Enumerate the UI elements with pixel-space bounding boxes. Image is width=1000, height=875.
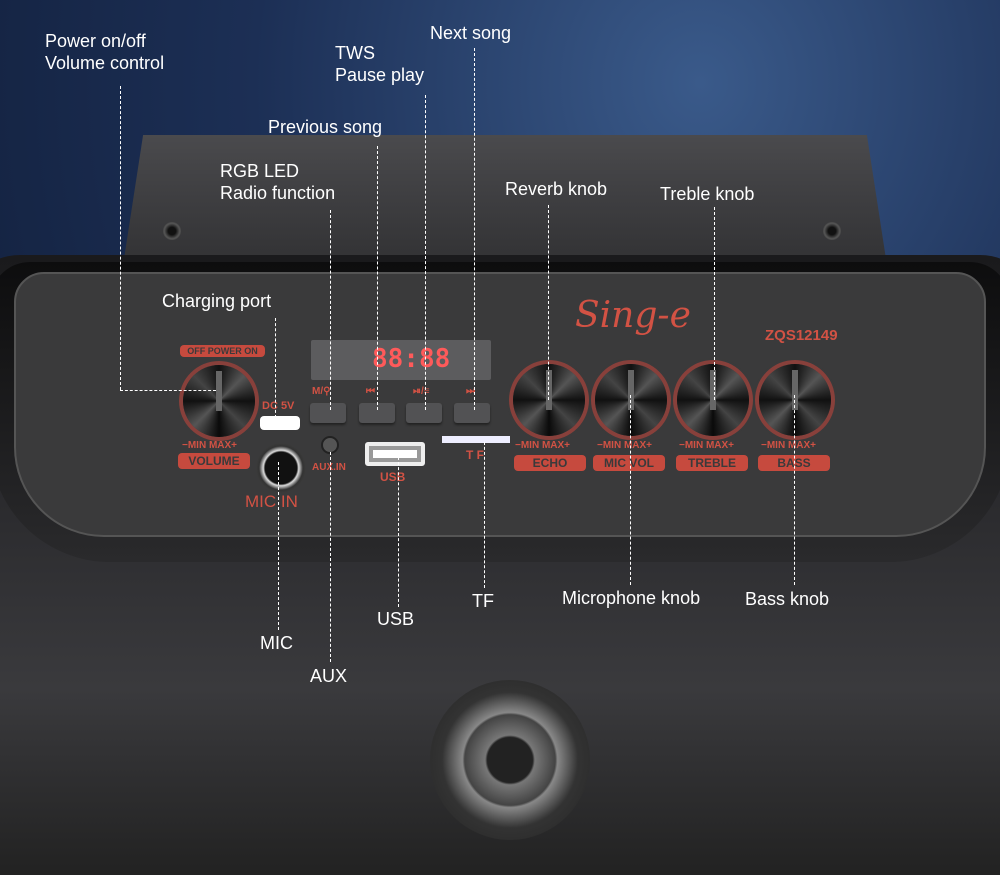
mic-in-label: MIC IN [245,492,298,511]
previous-button[interactable] [359,403,395,423]
minmax: −MIN MAX+ [597,440,653,451]
dc-label: DC 5V [262,400,295,412]
volume-minmax: −MIN MAX+ [182,440,238,451]
bass-knob[interactable] [759,364,831,436]
leader-line [714,207,715,400]
leader-line [278,462,279,630]
callout-volume: Volume control [45,53,165,73]
callout-radio: Radio function [220,183,336,203]
tf-slot [442,436,510,443]
usb-port [365,442,425,466]
callout-usb: USB [377,609,415,629]
leader-line [275,318,276,418]
leader-line [474,48,475,410]
volume-knob[interactable] [183,365,255,437]
treble-knob[interactable] [677,364,749,436]
play-pause-button[interactable] [406,403,442,423]
callout-power: Power on/off [45,31,146,51]
callout-charging: Charging port [162,291,272,311]
leader-line [484,442,485,588]
screw [823,222,841,240]
screw [163,222,181,240]
leader-line [330,210,331,410]
next-symbol: ⏭ [466,386,475,397]
aux-label: AUX.IN [312,462,346,473]
callout-reverb: Reverb knob [505,179,608,199]
leader-line [398,457,399,607]
echo-tag: ECHO [514,455,586,471]
tf-label: T F [466,448,484,462]
prev-symbol: ⏮ [366,386,375,397]
callout-microphone: Microphone knob [562,588,701,608]
mode-symbol: M/⚲ [312,386,331,397]
callout-previous: Previous song [268,117,383,137]
speaker-port [430,680,590,840]
callout-rgb: RGB LED [220,161,300,181]
minmax: −MIN MAX+ [761,440,817,451]
charging-port [260,416,300,430]
mic-vol-knob[interactable] [595,364,667,436]
leader-line [548,205,549,400]
leader-line [330,452,331,662]
leader-line [794,395,795,585]
next-button[interactable] [454,403,490,423]
led-display-text: 88:88 [372,344,451,374]
leader-line [630,395,631,585]
play-symbol: ⏯/≡ [413,386,430,397]
callout-treble: Treble knob [660,184,755,204]
echo-knob[interactable] [513,364,585,436]
brand-logo: Sing-e [575,295,691,336]
callout-tf: TF [472,591,494,611]
callout-bass: Bass knob [745,589,830,609]
leader-line [425,95,426,410]
callout-pause-play: Pause play [335,65,425,85]
mic-vol-tag: MIC VOL [593,455,665,471]
callout-tws: TWS [335,43,375,63]
callout-aux: AUX [310,666,348,686]
callout-mic: MIC [260,633,293,653]
model-number: ZQS12149 [765,327,838,344]
leader-line [120,86,121,390]
leader-line [120,390,216,391]
display [311,340,491,380]
usb-label: USB [380,470,406,484]
volume-tag: VOLUME [178,453,250,469]
mode-button[interactable] [310,403,346,423]
power-tag: OFF POWER ON [180,345,265,357]
treble-tag: TREBLE [676,455,748,471]
mic-jack [256,443,306,493]
callout-next: Next song [430,23,512,43]
minmax: −MIN MAX+ [679,440,735,451]
leader-line [377,146,378,410]
control-panel [14,272,986,537]
minmax: −MIN MAX+ [515,440,571,451]
